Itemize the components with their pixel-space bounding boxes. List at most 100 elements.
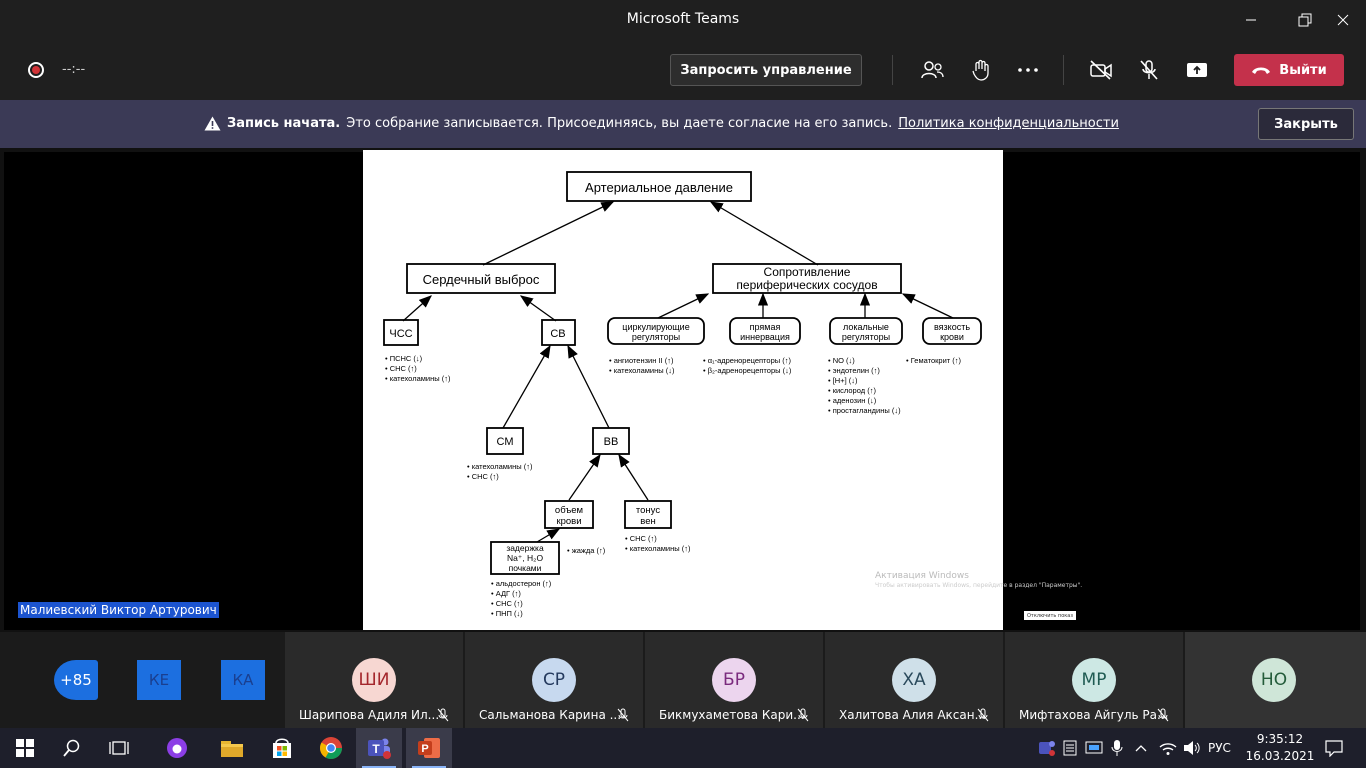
toolbar-divider xyxy=(892,55,893,85)
screen-share-tray-icon[interactable] xyxy=(1084,738,1104,758)
overflow-participants-tile[interactable]: +85 xyxy=(54,660,98,700)
language-indicator[interactable]: РУС xyxy=(1208,741,1231,755)
mic-off-icon xyxy=(437,708,449,722)
slide-local-2: регуляторы xyxy=(842,332,890,342)
participant-tile[interactable]: СР Сальманова Карина ... xyxy=(465,632,643,728)
mic-off-icon xyxy=(977,708,989,722)
wifi-icon[interactable] xyxy=(1158,738,1178,758)
slide-local-factor: • аденозин (↓) xyxy=(828,396,877,405)
window-title: Microsoft Teams xyxy=(626,11,740,27)
microphone-tray-icon[interactable] xyxy=(1107,738,1127,758)
windows-start-icon[interactable] xyxy=(2,728,48,768)
slide-cm-factor: • катехоламины (↑) xyxy=(467,462,533,471)
slide-direct-1: прямая xyxy=(750,322,781,332)
slide-retention-factor: • альдостерон (↑) xyxy=(491,579,552,588)
svg-text:P: P xyxy=(421,743,428,755)
mic-off-icon[interactable] xyxy=(1134,55,1164,85)
slide-cm: СМ xyxy=(497,436,514,448)
mic-off-icon xyxy=(617,708,629,722)
slide-retention-factor: • СНС (↑) xyxy=(491,599,523,608)
slide-retention-3: почками xyxy=(509,563,542,573)
warning-icon xyxy=(204,116,221,131)
slide-local-factor: • NO (↓) xyxy=(828,356,855,365)
slide-hr-factor: • катехоламины (↑) xyxy=(385,374,451,383)
participant-tile[interactable]: НО xyxy=(1185,632,1366,728)
slide-local-factor: • эндотелин (↑) xyxy=(828,366,880,375)
toolbar-divider xyxy=(1063,55,1064,85)
notifications-icon[interactable] xyxy=(1324,738,1344,758)
activation-watermark-sub: Чтобы активировать Windows, перейдите в … xyxy=(875,582,1083,589)
privacy-policy-link[interactable]: Политика конфиденциальности xyxy=(898,116,1119,131)
slide-cm-factor: • СНС (↑) xyxy=(467,472,499,481)
speaker-name: Малиевский Виктор Артурович xyxy=(18,602,219,618)
chevron-up-icon[interactable] xyxy=(1131,738,1151,758)
hang-up-icon xyxy=(1252,67,1271,74)
teams-tray-icon[interactable] xyxy=(1037,738,1057,758)
clock-time: 9:35:12 xyxy=(1256,732,1304,746)
avatar: БР xyxy=(712,658,756,702)
stop-sharing-button[interactable]: Отключить показ xyxy=(1024,611,1076,620)
avatar: СР xyxy=(532,658,576,702)
recording-banner: Запись начата. Это собрание записывается… xyxy=(0,100,1366,148)
powerpoint-icon[interactable]: P xyxy=(406,728,452,768)
participant-tile[interactable]: ШИ Шарипова Адиля Ил... xyxy=(285,632,463,728)
slide-arterial-pressure: Артериальное давление xyxy=(585,180,733,195)
avatar: НО xyxy=(1252,658,1296,702)
file-explorer-icon[interactable] xyxy=(209,728,255,768)
teams-icon[interactable]: T xyxy=(356,728,402,768)
avatar: ХА xyxy=(892,658,936,702)
slide-circ-factor: • ангиотензин II (↑) xyxy=(609,356,674,365)
mic-off-icon xyxy=(797,708,809,722)
avatar: МР xyxy=(1072,658,1116,702)
slide-tone-factor: • катехоламины (↑) xyxy=(625,544,691,553)
slide-resistance-1: Сопротивление xyxy=(764,265,851,279)
slide-cardiac-output: Сердечный выброс xyxy=(423,272,540,287)
task-view-icon[interactable] xyxy=(96,728,142,768)
slide-visc-2: крови xyxy=(940,332,964,342)
mic-off-icon xyxy=(1157,708,1169,722)
slide-direct-factor: • α₁-адренорецепторы (↑) xyxy=(703,356,791,365)
title-bar: Microsoft Teams xyxy=(0,0,1366,40)
slide-direct-factor: • β₂-адренорецепторы (↓) xyxy=(703,366,792,375)
slide-sv: СВ xyxy=(550,328,565,340)
request-control-button[interactable]: Запросить управление xyxy=(670,54,862,86)
share-screen-icon[interactable] xyxy=(1182,55,1212,85)
slide-hr: ЧСС xyxy=(389,328,412,340)
slide-circ-1: циркулирующие xyxy=(622,322,689,332)
svg-text:T: T xyxy=(372,742,380,756)
slide-local-factor: • кислород (↑) xyxy=(828,386,876,395)
clock-date: 16.03.2021 xyxy=(1245,749,1315,763)
participant-tile[interactable]: БР Бикмухаметова Кари... xyxy=(645,632,823,728)
store-icon[interactable] xyxy=(259,728,305,768)
participant-mini-tile[interactable]: КЕ xyxy=(137,660,181,700)
meeting-timer: --:-- xyxy=(62,62,86,77)
camera-off-icon[interactable] xyxy=(1086,55,1116,85)
participant-tile[interactable]: ХА Халитова Алия Аксан... xyxy=(825,632,1003,728)
alice-icon[interactable] xyxy=(154,728,200,768)
participant-name: Мифтахова Айгуль Ра... xyxy=(1019,708,1169,722)
banner-message: Это собрание записывается. Присоединяясь… xyxy=(346,116,893,131)
leave-button[interactable]: Выйти xyxy=(1234,54,1344,86)
slide-tone-2: вен xyxy=(640,516,655,527)
participant-mini-tile[interactable]: КА xyxy=(221,660,265,700)
slide-retention-2: Na⁺, H₂O xyxy=(507,553,544,563)
slide-retention-factor: • ПНП (↓) xyxy=(491,609,523,618)
slide-local-factor: • [H+] (↓) xyxy=(828,376,858,385)
raise-hand-icon[interactable] xyxy=(966,55,996,85)
close-icon[interactable] xyxy=(1320,0,1366,40)
notes-tray-icon[interactable] xyxy=(1060,738,1080,758)
slide-direct-2: иннервация xyxy=(740,332,790,342)
more-options-icon[interactable] xyxy=(1013,55,1043,85)
system-clock[interactable]: 9:35:12 16.03.2021 xyxy=(1240,731,1320,765)
minimize-icon[interactable] xyxy=(1228,0,1274,40)
banner-close-button[interactable]: Закрыть xyxy=(1258,108,1354,140)
restore-icon[interactable] xyxy=(1282,0,1328,40)
volume-icon[interactable] xyxy=(1182,738,1202,758)
participant-tile[interactable]: МР Мифтахова Айгуль Ра... xyxy=(1005,632,1183,728)
recording-icon xyxy=(28,62,44,78)
search-icon[interactable] xyxy=(49,728,95,768)
participant-name: Сальманова Карина ... xyxy=(479,708,622,722)
chrome-icon[interactable] xyxy=(308,728,354,768)
participant-name: Шарипова Адиля Ил... xyxy=(299,708,440,722)
participants-icon[interactable] xyxy=(917,55,947,85)
